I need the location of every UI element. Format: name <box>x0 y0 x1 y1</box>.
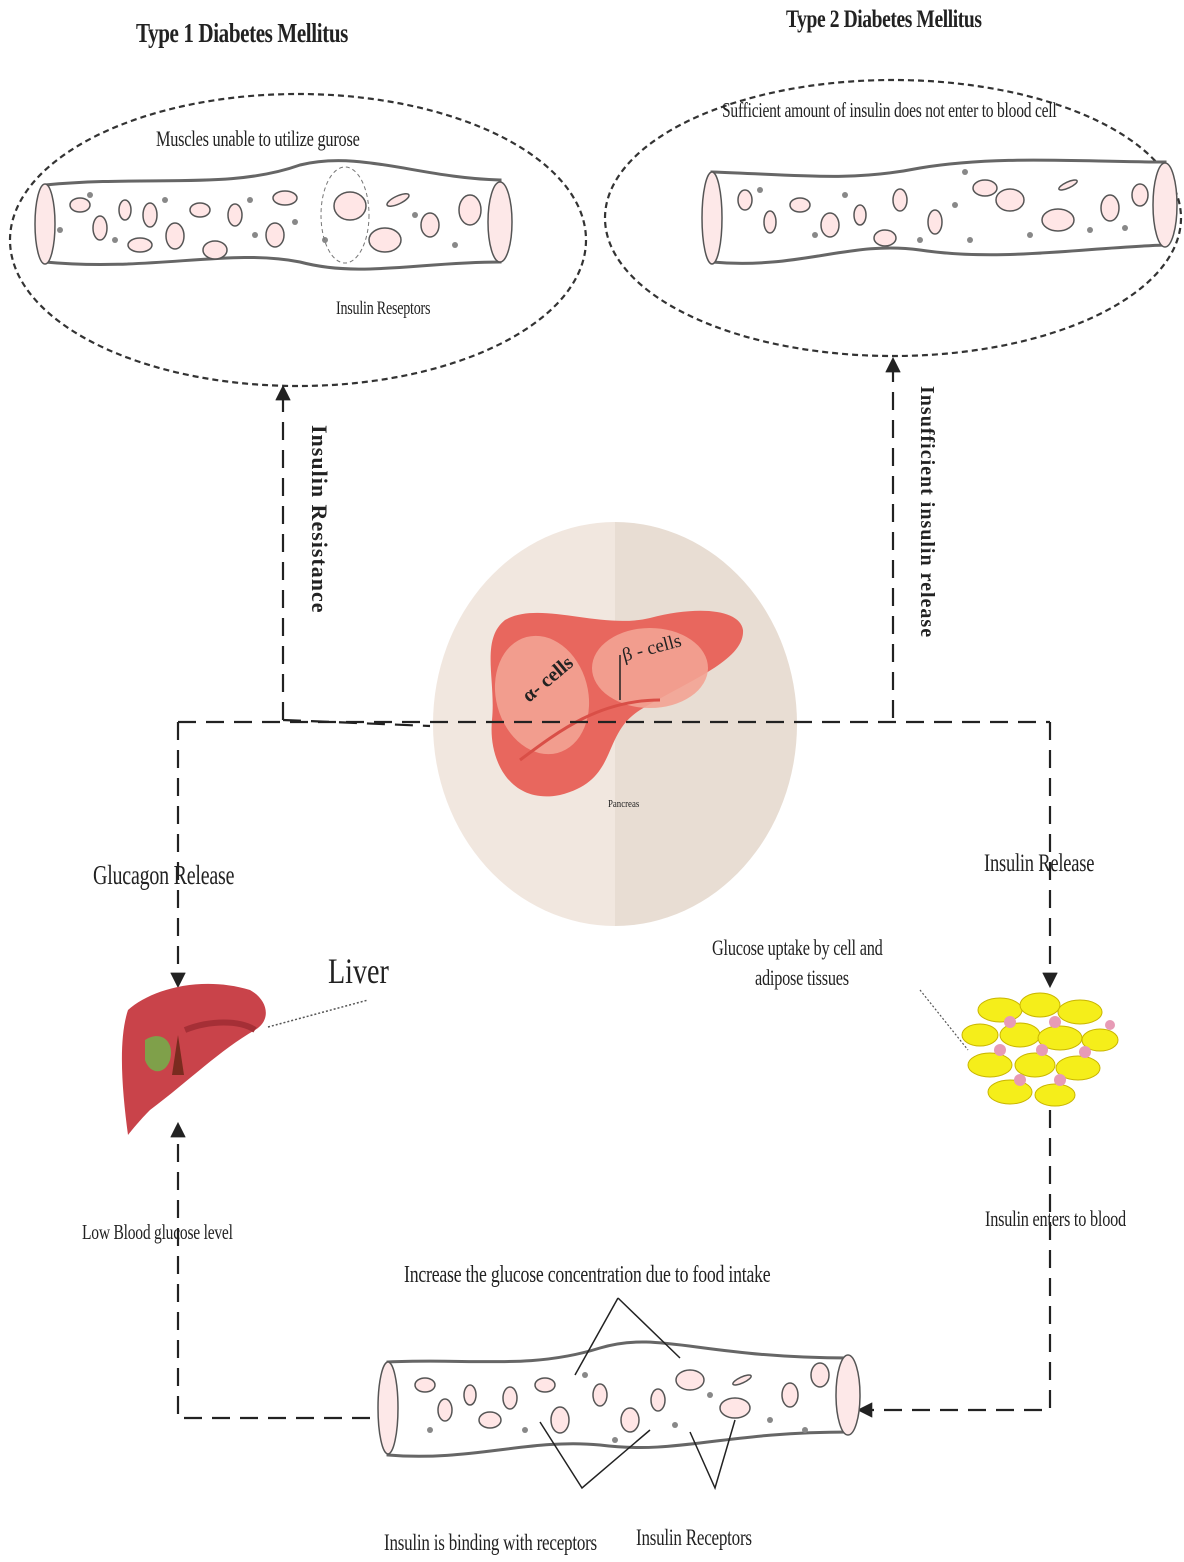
adipose-tissue <box>962 993 1118 1106</box>
increase-glucose-label: Increase the glucose concentration due t… <box>404 1262 770 1289</box>
insulin-receptors-label: Insulin Receptors <box>636 1525 752 1551</box>
glucose-uptake-label-2: adipose tissues <box>755 965 849 991</box>
insulin-binding-label: Insulin is binding with receptors <box>384 1530 597 1556</box>
pancreas-illustration <box>433 522 797 926</box>
low-blood-glucose-label: Low Blood glucose level <box>82 1220 233 1245</box>
type1-title: Type 1 Diabetes Mellitus <box>136 18 348 49</box>
type2-title: Type 2 Diabetes Mellitus <box>786 6 982 34</box>
muscles-unable-label: Muscles unable to utilize gurose <box>156 126 360 152</box>
type2-blood-vessel <box>702 160 1177 264</box>
liver-illustration <box>122 984 266 1135</box>
bottom-blood-vessel <box>378 1342 860 1456</box>
insufficient-release-label: Insufficient insulin release <box>915 386 938 638</box>
type1-blood-vessel <box>35 161 512 270</box>
insulin-release-label: Insulin Release <box>984 850 1094 878</box>
insulin-enters-blood-label: Insulin enters to blood <box>985 1206 1126 1232</box>
insulin-resistance-label: Insulin Resistance <box>306 425 332 614</box>
insulin-reseptors-label: Insulin Reseptors <box>336 298 430 320</box>
pancreas-label: Pancreas <box>608 798 639 810</box>
liver-label: Liver <box>328 950 389 992</box>
liver-pointer <box>268 1000 368 1027</box>
glucagon-release-label: Glucagon Release <box>93 860 234 891</box>
glucose-uptake-label-1: Glucose uptake by cell and <box>712 935 883 961</box>
sufficient-amount-label: Sufficient amount of insulin does not en… <box>722 98 1057 123</box>
